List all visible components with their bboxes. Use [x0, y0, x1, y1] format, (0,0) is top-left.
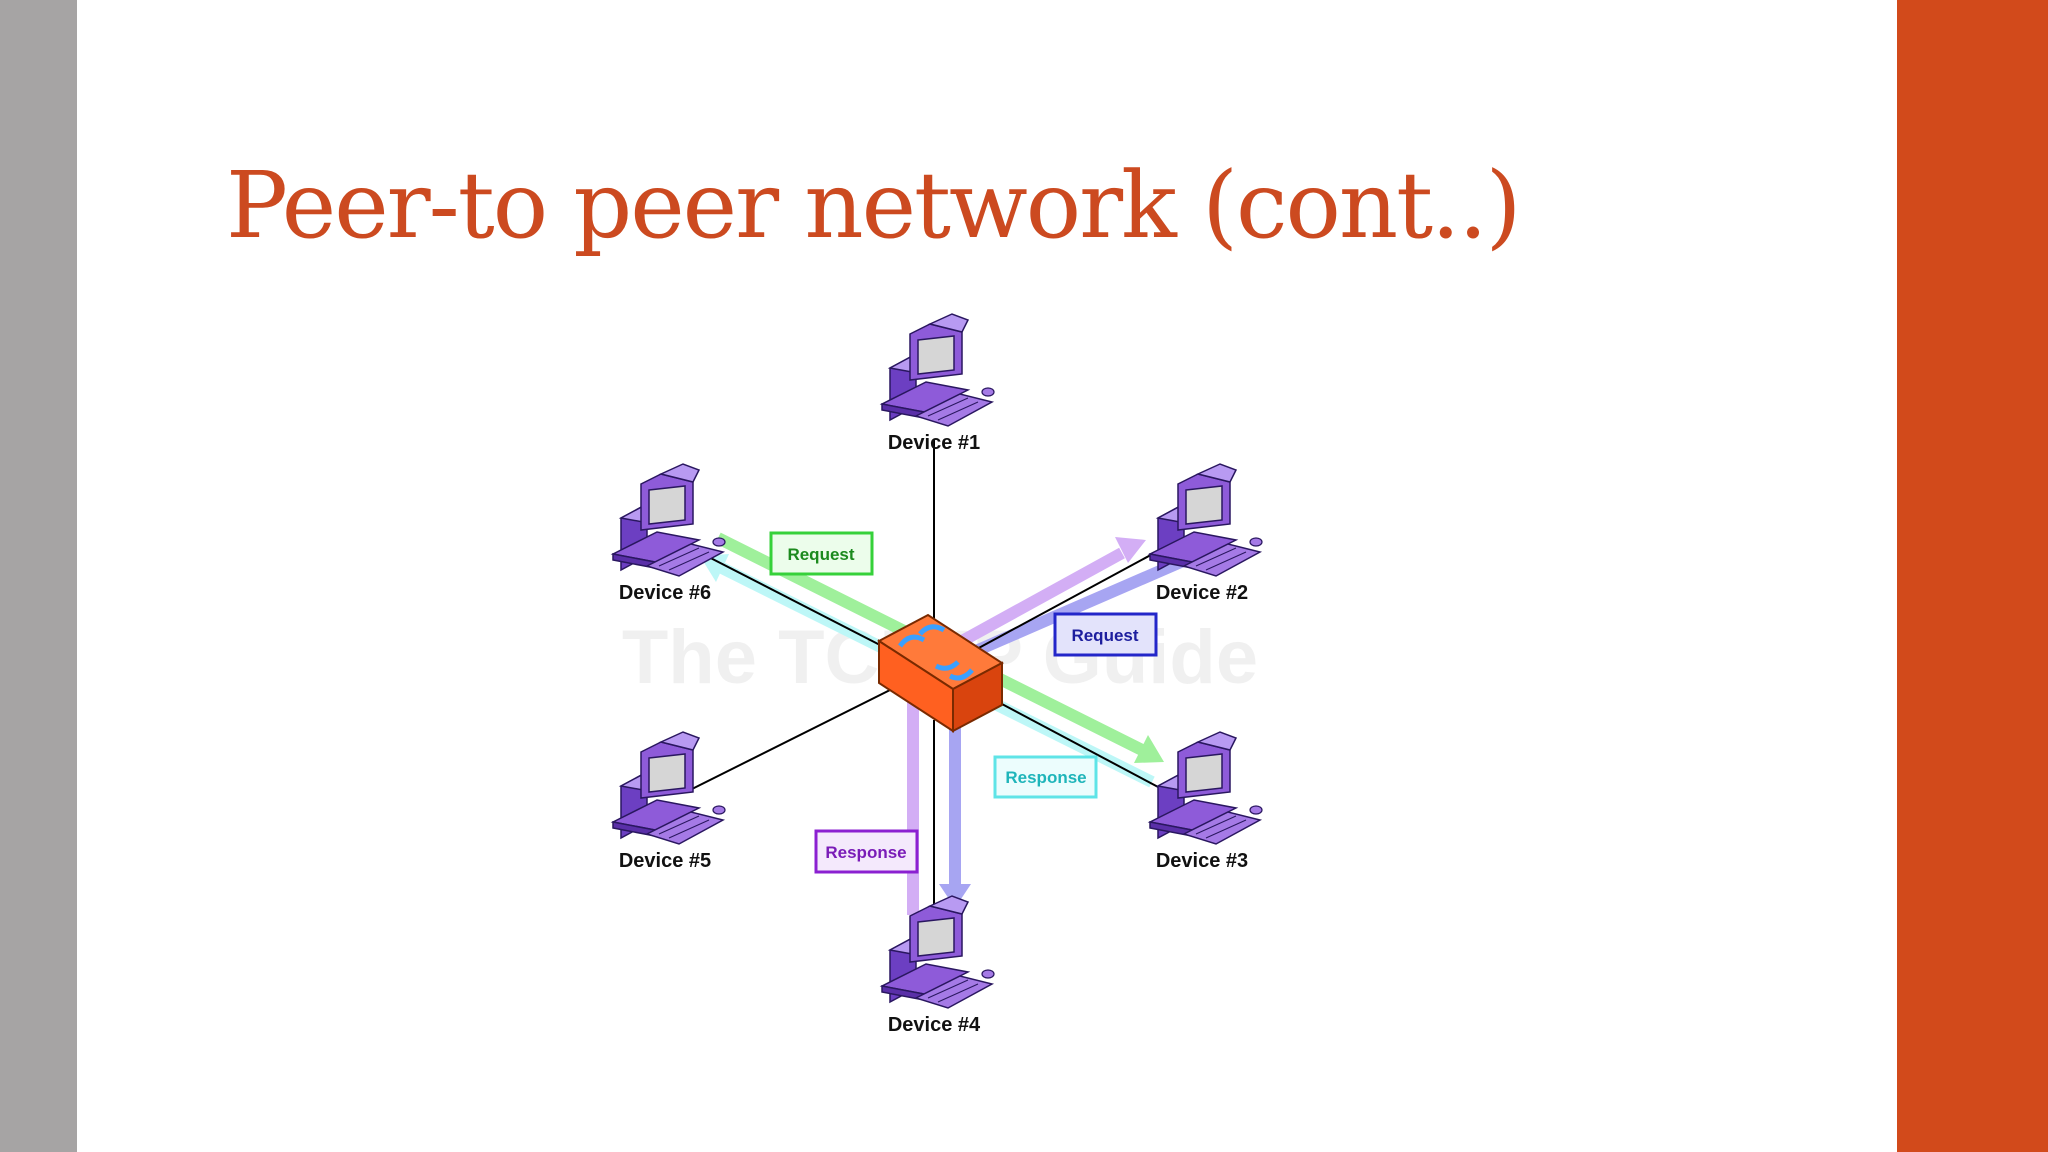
svg-text:Response: Response — [1005, 768, 1086, 787]
svg-text:Request: Request — [787, 545, 854, 564]
svg-text:Response: Response — [825, 843, 906, 862]
left-accent-band — [0, 0, 77, 1152]
computer-icon — [612, 731, 726, 845]
device-1: Device #1 — [881, 313, 995, 454]
svg-text:Request: Request — [1071, 626, 1138, 645]
computer-icon — [1149, 731, 1263, 845]
right-accent-band — [1897, 0, 2048, 1152]
msg-request-2: Request — [1053, 612, 1158, 657]
slide-title: Peer-to peer network (cont..) — [226, 152, 1522, 259]
msg-response-1: Response — [993, 755, 1098, 799]
msg-request-1: Request — [769, 531, 874, 576]
svg-text:Device #3: Device #3 — [1156, 850, 1248, 872]
device-4: Device #4 — [881, 895, 995, 1036]
computer-icon — [881, 895, 995, 1009]
svg-text:Device #6: Device #6 — [619, 582, 711, 604]
network-cables — [689, 440, 1161, 915]
device-3: Device #3 — [1149, 731, 1263, 872]
device-2: Device #2 — [1149, 463, 1263, 604]
device-5: Device #5 — [612, 731, 726, 872]
device-6: Device #6 — [612, 463, 726, 604]
svg-text:Device #4: Device #4 — [888, 1014, 981, 1036]
svg-text:Device #2: Device #2 — [1156, 582, 1248, 604]
svg-text:Device #5: Device #5 — [619, 850, 711, 872]
computer-icon — [612, 463, 726, 577]
hub-switch-icon — [877, 613, 1004, 733]
svg-text:Device #1: Device #1 — [888, 432, 980, 454]
computer-icon — [1149, 463, 1263, 577]
computer-icon — [881, 313, 995, 427]
msg-response-2: Response — [814, 829, 919, 874]
